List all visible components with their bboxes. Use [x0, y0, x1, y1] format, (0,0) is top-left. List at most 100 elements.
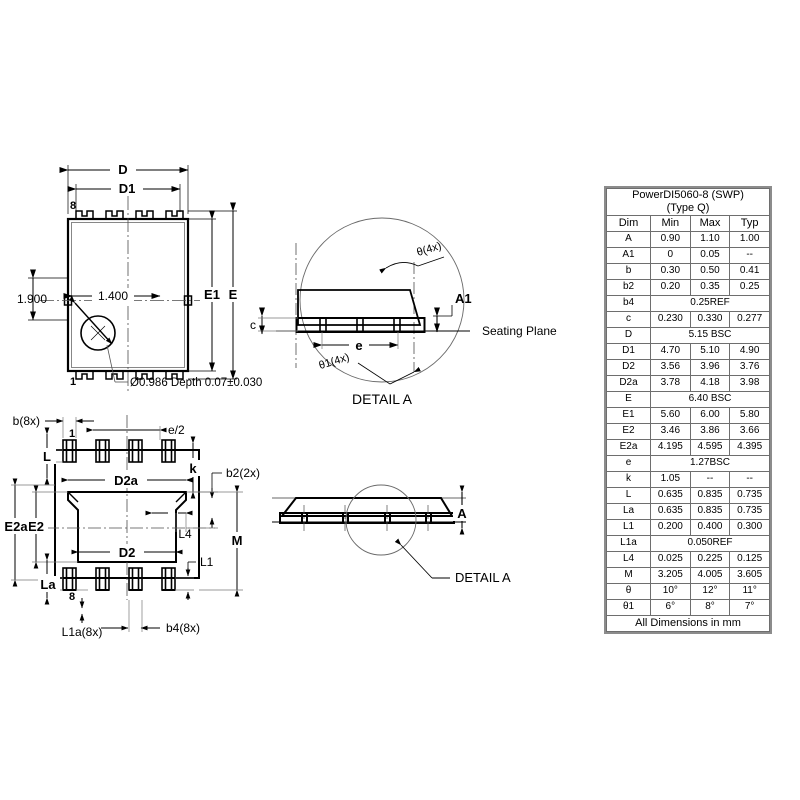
table-cell-min: 0.30 — [650, 262, 691, 280]
bottom-view-label-e-half: e/2 — [168, 423, 185, 437]
table-cell-dim: e — [606, 454, 651, 472]
table-cell-max: 3.86 — [689, 422, 731, 440]
table-cell-typ: 3.66 — [729, 422, 770, 440]
bottom-view-label-D2a: D2a — [114, 473, 139, 488]
table-cell-max: 0.35 — [689, 278, 731, 296]
table-cell-dim: D2a — [606, 374, 651, 392]
table-cell-max: 5.10 — [689, 342, 731, 360]
top-view-hole-note: Ø0.986 Depth 0.07±0.030 — [130, 377, 262, 389]
table-cell-min: 3.78 — [650, 374, 691, 392]
table-title-line1: PowerDI5060-8 (SWP) — [632, 189, 744, 201]
table-cell-max: 8° — [689, 598, 731, 616]
top-view-pin1-label: 1 — [70, 376, 76, 388]
dimension-table-body: PowerDI5060-8 (SWP) (Type Q) Dim Min Max… — [606, 188, 770, 616]
table-cell-max: 3.96 — [689, 358, 731, 376]
table-cell-min: 3.56 — [650, 358, 691, 376]
bottom-view-label-k: k — [189, 461, 197, 476]
table-cell-typ: 0.25 — [729, 278, 770, 296]
dimension-table: PowerDI5060-8 (SWP) (Type Q) Dim Min Max… — [606, 188, 770, 632]
table-cell-dim: E2 — [606, 422, 651, 440]
table-cell-span: 1.27BSC — [650, 454, 770, 472]
table-cell-typ: 3.98 — [729, 374, 770, 392]
table-cell-span: 0.25REF — [650, 294, 770, 312]
table-footer-row: All Dimensions in mm — [606, 614, 770, 632]
table-cell-min: 4.70 — [650, 342, 691, 360]
bottom-view-label-L4: L4 — [178, 527, 192, 541]
table-cell-typ: 0.735 — [729, 486, 770, 504]
detail-a-label-c: c — [250, 318, 256, 332]
table-cell-min: 0.230 — [650, 310, 691, 328]
detail-a-seating-plane-label: Seating Plane — [482, 324, 557, 338]
top-view-label-D1: D1 — [119, 181, 136, 196]
table-cell-min: 0.635 — [650, 486, 691, 504]
table-cell-max: 1.10 — [689, 230, 731, 248]
table-cell-max: -- — [689, 470, 731, 488]
table-cell-max: 12° — [689, 582, 731, 600]
top-view-label-E1: E1 — [204, 287, 220, 302]
table-cell-dim: L — [606, 486, 651, 504]
table-cell-min: 0.635 — [650, 502, 691, 520]
bottom-view-label-E2a: E2a — [4, 519, 28, 534]
table-cell-min: 0 — [650, 246, 691, 264]
table-cell-dim: E — [606, 390, 651, 408]
bottom-view-label-M: M — [232, 533, 243, 548]
detail-a-label-theta1: θ1(4x) — [318, 351, 351, 372]
table-cell-dim: E1 — [606, 406, 651, 424]
top-view-group: D D D1 E1 E 1.900 1.400 8 1 — [17, 162, 262, 392]
table-cell-max: 0.835 — [689, 486, 731, 504]
bottom-view-label-L1: L1 — [200, 555, 214, 569]
table-cell-min: 0.20 — [650, 278, 691, 296]
table-header-max: Max — [689, 214, 731, 232]
table-cell-typ: 7° — [729, 598, 770, 616]
bottom-view-pin1-label: 1 — [69, 428, 75, 440]
table-cell-dim: θ — [606, 582, 651, 600]
table-cell-dim: D1 — [606, 342, 651, 360]
table-cell-typ: 0.277 — [729, 310, 770, 328]
bottom-view-pin8-label: 8 — [69, 591, 75, 603]
table-cell-max: 0.225 — [689, 550, 731, 568]
table-cell-dim: D2 — [606, 358, 651, 376]
detail-a-caption: DETAIL A — [352, 391, 413, 407]
side-view-label-A: A — [457, 506, 467, 521]
table-cell-typ: -- — [729, 246, 770, 264]
detail-a-group: c e A1 θ(4x) θ1(4x) Seating Plane DETAIL… — [250, 217, 557, 407]
table-cell-dim: L1 — [606, 518, 651, 536]
table-cell-typ: 4.90 — [729, 342, 770, 360]
table-footer-cell: All Dimensions in mm — [606, 614, 770, 632]
table-cell-min: 3.46 — [650, 422, 691, 440]
table-cell-dim: b4 — [606, 294, 651, 312]
table-header-typ: Typ — [729, 214, 770, 232]
table-cell-typ: 3.76 — [729, 358, 770, 376]
table-cell-min: 3.205 — [650, 566, 691, 584]
table-cell-max: 6.00 — [689, 406, 731, 424]
side-view-detail-callout: DETAIL A — [455, 570, 511, 585]
detail-a-label-theta: θ(4x) — [415, 240, 442, 259]
table-cell-typ: 4.395 — [729, 438, 770, 456]
top-view-label-D-text: D — [118, 162, 127, 177]
table-cell-dim: A — [606, 230, 651, 248]
side-view-group: DETAIL A A — [272, 484, 511, 585]
bottom-view-label-b8x: b(8x) — [13, 414, 40, 428]
bottom-view-label-L1a-8x: L1a(8x) — [62, 625, 103, 639]
table-cell-max: 4.18 — [689, 374, 731, 392]
table-cell-min: 0.200 — [650, 518, 691, 536]
bottom-view-label-La: La — [40, 577, 56, 592]
top-view-label-1400: 1.400 — [98, 289, 128, 303]
table-cell-dim: M — [606, 566, 651, 584]
